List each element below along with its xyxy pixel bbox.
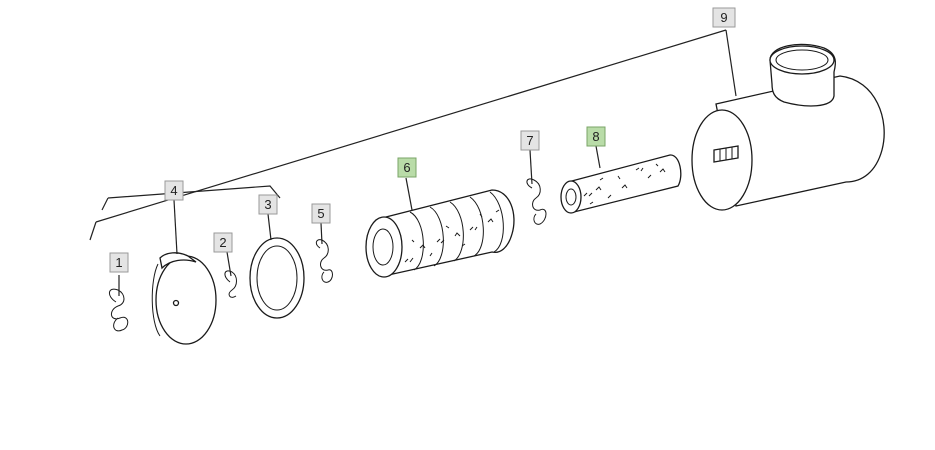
svg-text:9: 9 — [720, 10, 727, 25]
callout-2: 2 — [213, 232, 233, 253]
callout-9: 9 — [712, 7, 736, 28]
svg-text:2: 2 — [219, 235, 226, 250]
callout-3: 3 — [258, 194, 278, 215]
assembly-bracket — [89, 29, 737, 241]
svg-text:4: 4 — [170, 183, 177, 198]
svg-text:3: 3 — [264, 197, 271, 212]
part-5-clip — [315, 222, 333, 283]
part-6-primary-filter — [365, 177, 515, 278]
callout-8: 8 — [586, 126, 606, 147]
part-8-safety-filter — [560, 145, 682, 214]
svg-text:6: 6 — [403, 160, 410, 175]
callout-5: 5 — [311, 203, 331, 224]
callout-6: 6 — [397, 157, 417, 178]
svg-text:8: 8 — [592, 129, 599, 144]
callout-1: 1 — [109, 252, 129, 273]
part-3-gasket-ring — [249, 213, 305, 319]
callout-4: 4 — [164, 180, 184, 201]
svg-text:7: 7 — [526, 133, 533, 148]
part-9-housing — [691, 43, 885, 211]
svg-text:1: 1 — [115, 255, 122, 270]
part-1-clip — [109, 275, 129, 332]
part-7-clip — [526, 149, 547, 225]
part-2-wing-nut — [224, 251, 237, 298]
part-4-end-cap — [151, 199, 217, 345]
callout-7: 7 — [520, 130, 540, 151]
svg-text:5: 5 — [317, 206, 324, 221]
